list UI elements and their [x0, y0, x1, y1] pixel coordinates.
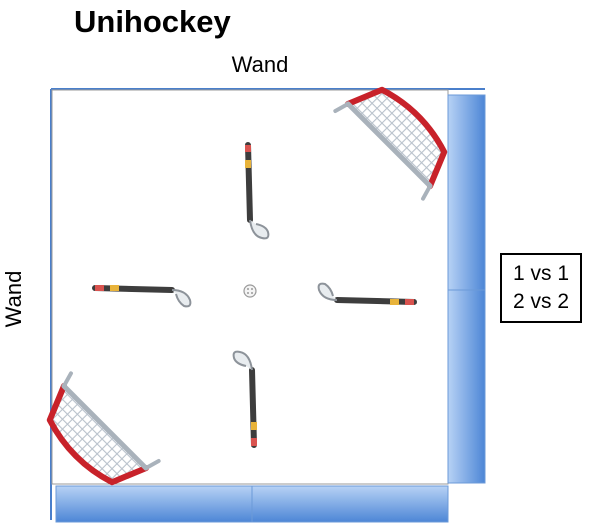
- bottom-board: [55, 485, 449, 523]
- format-line-2: 2 vs 2: [512, 290, 570, 313]
- format-line-1: 1 vs 1: [512, 262, 570, 285]
- top-wall-label: Wand: [231, 52, 289, 77]
- ball: [243, 284, 257, 298]
- goal-top-right: [333, 86, 448, 201]
- stick-right: [317, 282, 417, 305]
- diagram-title: Unihockey: [74, 4, 231, 39]
- game-format-box: 1 vs 1 2 vs 2: [500, 253, 582, 323]
- stick-bottom: [232, 350, 257, 448]
- stick-top: [245, 142, 270, 240]
- right-board: [447, 94, 486, 484]
- goal-bottom-left: [46, 371, 161, 486]
- stick-left: [92, 285, 192, 308]
